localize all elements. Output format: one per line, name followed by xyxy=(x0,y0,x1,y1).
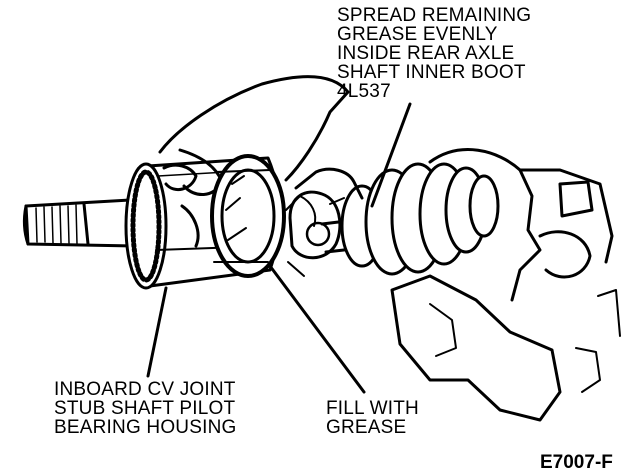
cv-bearing-cage xyxy=(210,154,286,278)
leader-pilot-housing xyxy=(146,286,168,378)
tripod-spider xyxy=(285,190,345,277)
part-number: 4L537 xyxy=(337,81,391,102)
callout-line: INBOARD CV JOINT xyxy=(54,379,236,400)
callout-line: SPREAD REMAINING xyxy=(337,5,532,26)
callout-grease-boot: SPREAD REMAINING GREASE EVENLY INSIDE RE… xyxy=(337,6,531,101)
leader-grease-boot xyxy=(370,102,412,208)
callout-line: GREASE xyxy=(326,417,407,438)
callout-fill-grease: FILL WITH GREASE xyxy=(326,399,419,437)
callout-line: STUB SHAFT PILOT xyxy=(54,398,236,419)
callout-pilot-housing: INBOARD CV JOINT STUB SHAFT PILOT BEARIN… xyxy=(54,380,236,437)
hand-right xyxy=(294,167,364,227)
stub-shaft-splines xyxy=(22,198,138,248)
callout-line: GREASE EVENLY xyxy=(337,24,498,45)
callout-line: INSIDE REAR AXLE xyxy=(337,43,515,64)
inner-boot xyxy=(340,162,500,276)
callout-line: BEARING HOUSING xyxy=(54,417,237,438)
callout-line: FILL WITH xyxy=(326,398,419,419)
figure-id: E7007-F xyxy=(540,452,613,473)
leader-lines xyxy=(146,102,412,394)
leader-fill-grease xyxy=(268,264,366,394)
callout-line: SHAFT INNER BOOT xyxy=(337,62,526,83)
suspension-knuckle xyxy=(390,148,621,422)
